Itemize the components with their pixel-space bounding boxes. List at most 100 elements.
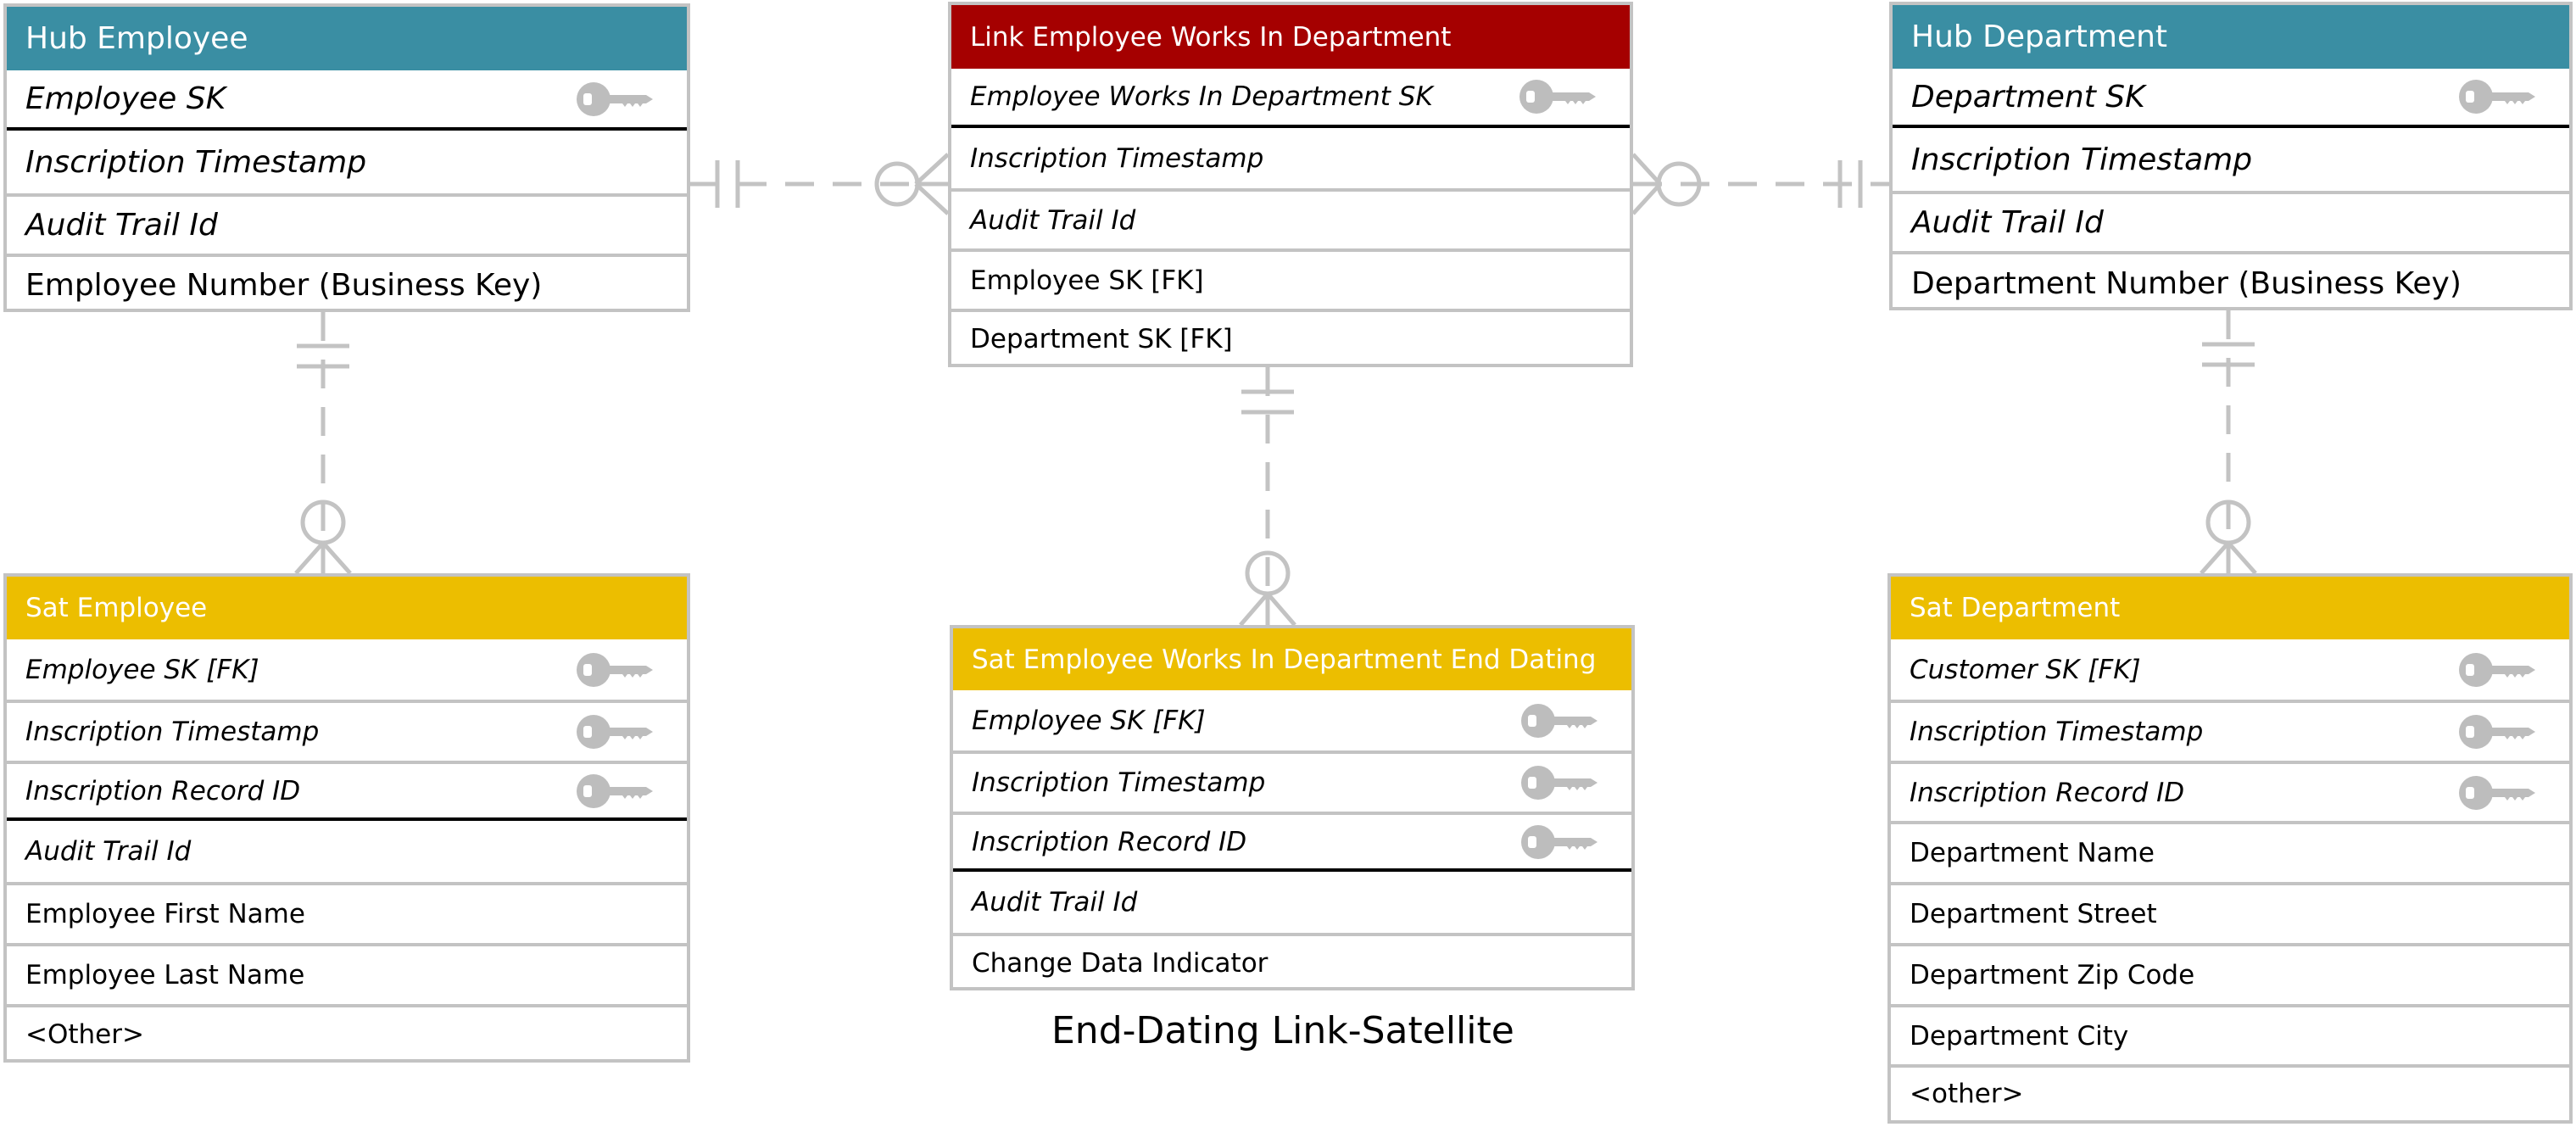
entity-row: Employee First Name: [7, 882, 687, 943]
entity-row: Inscription Record ID: [7, 761, 687, 821]
entity-header: Sat Employee: [7, 577, 687, 639]
primary-key-icon: [1521, 824, 1597, 859]
entity-row: Department City: [1891, 1004, 2569, 1064]
row-label: Change Data Indicator: [972, 948, 1268, 979]
row-label: Employee Last Name: [25, 960, 305, 990]
link-entity[interactable]: Link Employee Works In Department Employ…: [948, 2, 1633, 367]
entity-title: Hub Department: [1911, 20, 2168, 54]
entity-row: Department Street: [1891, 882, 2569, 943]
entity-row: Change Data Indicator: [953, 933, 1631, 990]
row-label: Audit Trail Id: [972, 887, 1138, 918]
entity-row: Audit Trail Id: [951, 188, 1630, 248]
row-label: Employee SK [FK]: [25, 654, 259, 685]
row-label: Employee Works In Department SK: [970, 81, 1433, 112]
rel-hub-employee-link: [690, 153, 950, 215]
row-label: Department Street: [1910, 899, 2157, 929]
row-label: Inscription Timestamp: [1910, 717, 2204, 747]
row-label: Inscription Record ID: [1910, 777, 2185, 808]
row-label: Audit Trail Id: [1911, 205, 2104, 240]
primary-key-icon: [2459, 652, 2535, 687]
row-label: Department SK: [1911, 79, 2145, 114]
rel-hub-employee-sat: [294, 312, 352, 575]
entity-row: <other>: [1891, 1064, 2569, 1120]
row-label: Department Number (Business Key): [1911, 265, 2462, 301]
entity-row: Employee SK [FK]: [953, 690, 1631, 750]
primary-key-icon: [577, 715, 653, 749]
rel-link-sat: [1239, 367, 1296, 627]
row-label: Department Name: [1910, 838, 2155, 868]
rel-hub-department-sat: [2200, 310, 2257, 575]
row-label: Audit Trail Id: [25, 836, 192, 867]
row-label: Audit Trail Id: [970, 204, 1136, 236]
entity-title: Sat Employee Works In Department End Dat…: [972, 644, 1597, 675]
entity-header: Sat Department: [1891, 577, 2569, 639]
primary-key-icon: [577, 652, 653, 687]
entity-row: Inscription Timestamp: [1893, 128, 2569, 191]
entity-row: Department Name: [1891, 821, 2569, 882]
row-label: Department Zip Code: [1910, 960, 2195, 990]
row-label: Employee SK [FK]: [972, 705, 1206, 736]
row-label: <Other>: [25, 1018, 144, 1050]
hub-employee-entity[interactable]: Hub Employee Employee SK Inscription Tim…: [3, 3, 690, 312]
hub-department-entity[interactable]: Hub Department Department SK Inscription…: [1889, 2, 2573, 310]
entity-row: Employee SK [FK]: [951, 248, 1630, 309]
entity-row: Audit Trail Id: [7, 821, 687, 882]
entity-row: Audit Trail Id: [1893, 191, 2569, 251]
entity-row: Employee SK: [7, 70, 687, 131]
sat-employee-entity[interactable]: Sat Employee Employee SK [FK] Inscriptio…: [3, 573, 690, 1063]
primary-key-icon: [577, 773, 653, 808]
primary-key-icon: [2459, 80, 2535, 114]
row-label: Employee Number (Business Key): [25, 268, 543, 303]
rel-hub-department-link: [1631, 153, 1889, 215]
row-label: Inscription Timestamp: [1911, 142, 2253, 177]
entity-title: Sat Department: [1910, 593, 2121, 623]
entity-row: Inscription Timestamp: [7, 700, 687, 761]
row-label: Inscription Record ID: [972, 826, 1247, 857]
entity-row: Inscription Record ID: [1891, 761, 2569, 821]
entity-row: Inscription Timestamp: [953, 750, 1631, 812]
primary-key-icon: [1521, 766, 1597, 800]
entity-row: Employee Last Name: [7, 943, 687, 1004]
entity-row: Employee SK [FK]: [7, 639, 687, 700]
entity-row: Customer SK [FK]: [1891, 639, 2569, 700]
row-label: Inscription Timestamp: [970, 142, 1264, 174]
row-label: Inscription Timestamp: [25, 717, 320, 747]
sat-department-entity[interactable]: Sat Department Customer SK [FK] Inscript…: [1887, 573, 2573, 1124]
primary-key-icon: [577, 81, 653, 116]
primary-key-icon: [1521, 703, 1597, 738]
entity-row: Inscription Timestamp: [951, 128, 1630, 188]
entity-header: Hub Employee: [7, 7, 687, 70]
entity-row: Department SK: [1893, 69, 2569, 128]
entity-row: Department Zip Code: [1891, 943, 2569, 1004]
row-label: Department SK [FK]: [970, 323, 1233, 354]
entity-row: Inscription Timestamp: [7, 131, 687, 193]
entity-title: Hub Employee: [25, 21, 248, 56]
entity-title: Sat Employee: [25, 593, 208, 623]
row-label: Audit Trail Id: [25, 208, 218, 243]
row-label: <other>: [1910, 1079, 2024, 1109]
primary-key-icon: [2459, 775, 2535, 810]
entity-row: <Other>: [7, 1004, 687, 1061]
entity-row: Employee Number (Business Key): [7, 254, 687, 314]
row-label: Department City: [1910, 1020, 2129, 1052]
entity-row: Department SK [FK]: [951, 309, 1630, 365]
entity-row: Audit Trail Id: [953, 872, 1631, 933]
entity-row: Department Number (Business Key): [1893, 251, 2569, 312]
diagram-caption: End-Dating Link-Satellite: [1051, 1009, 1514, 1052]
row-label: Employee SK [FK]: [970, 265, 1204, 296]
row-label: Employee First Name: [25, 899, 305, 929]
primary-key-icon: [1519, 80, 1596, 114]
entity-header: Link Employee Works In Department: [951, 5, 1630, 69]
entity-row: Audit Trail Id: [7, 193, 687, 254]
entity-row: Inscription Record ID: [953, 812, 1631, 872]
row-label: Inscription Record ID: [25, 775, 301, 806]
row-label: Inscription Timestamp: [25, 144, 367, 180]
sat-link-entity[interactable]: Sat Employee Works In Department End Dat…: [950, 625, 1635, 990]
row-label: Inscription Timestamp: [972, 767, 1266, 798]
entity-row: Employee Works In Department SK: [951, 69, 1630, 128]
primary-key-icon: [2459, 715, 2535, 749]
entity-header: Sat Employee Works In Department End Dat…: [953, 628, 1631, 690]
row-label: Employee SK: [25, 81, 226, 116]
entity-title: Link Employee Works In Department: [970, 21, 1452, 53]
